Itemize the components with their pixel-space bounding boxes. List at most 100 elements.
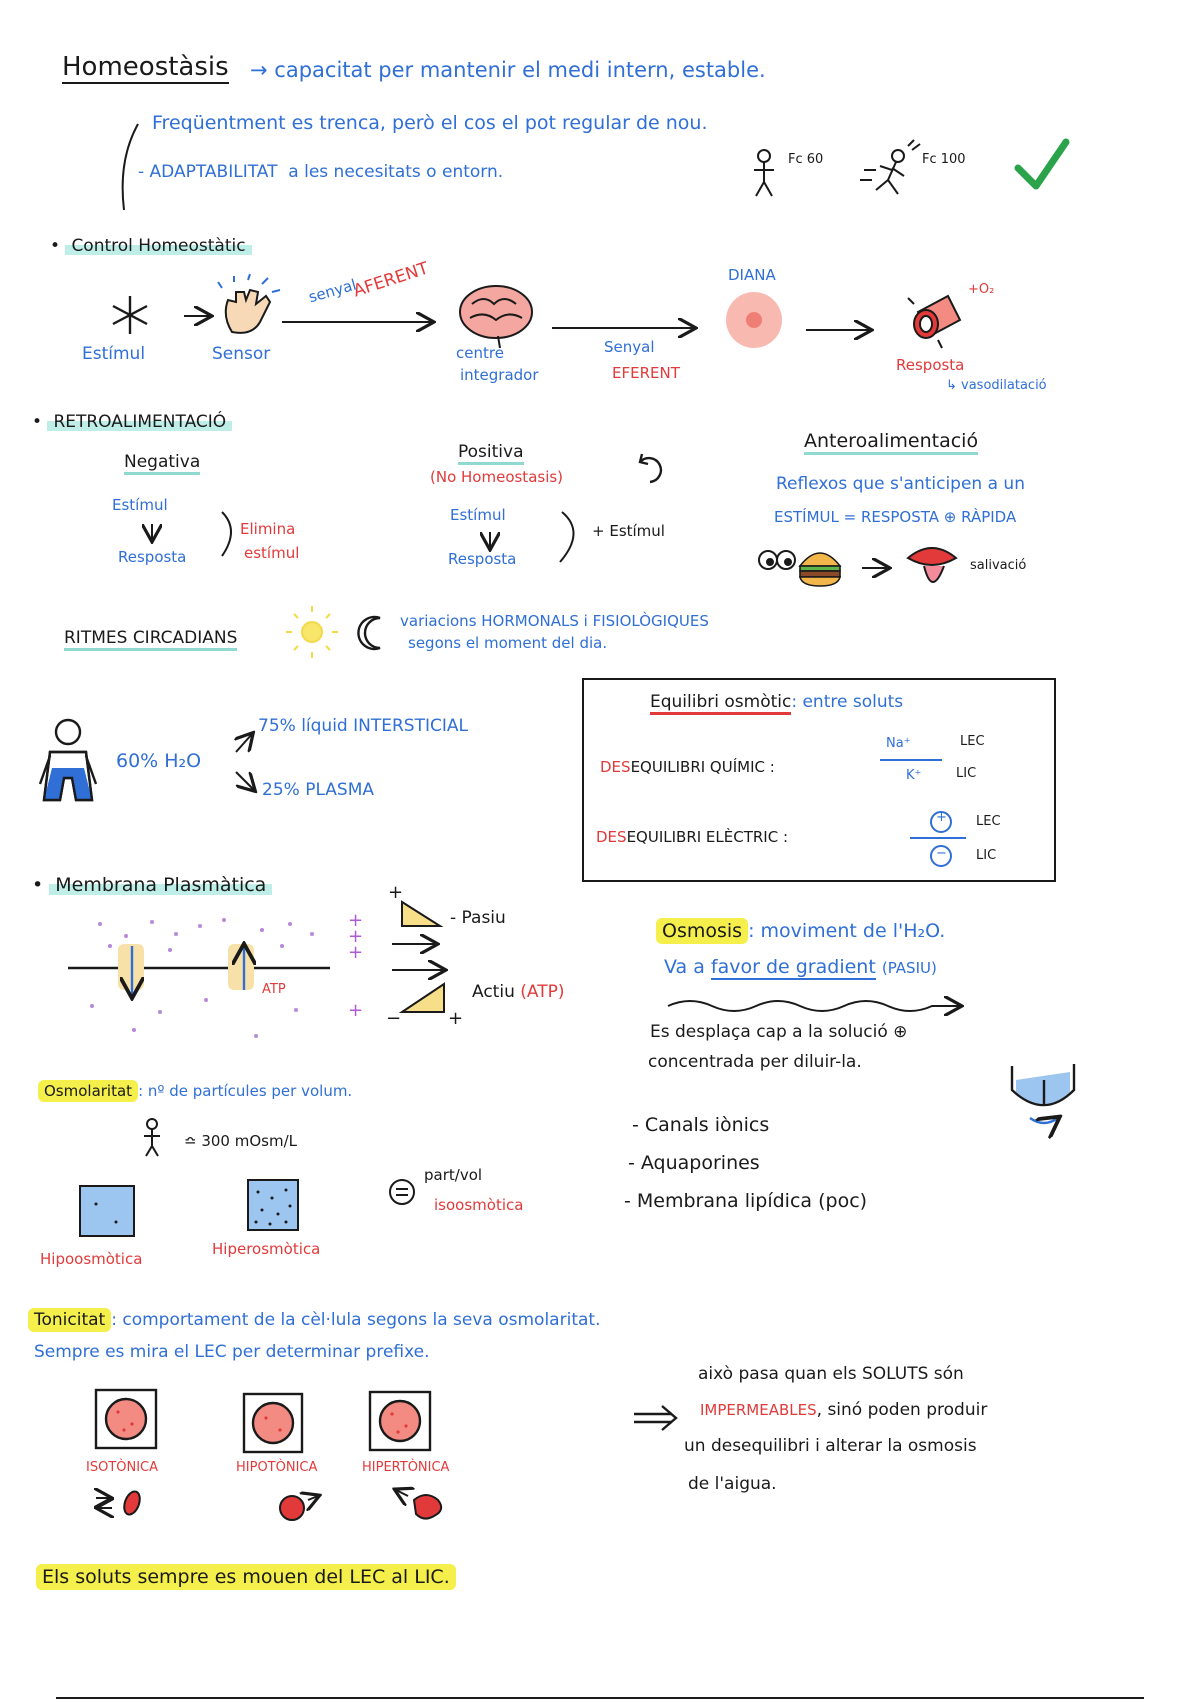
adaptabilitat-rest: a les necesitats o entorn. — [288, 162, 504, 182]
diana-center — [746, 312, 762, 328]
o2-label: +O₂ — [968, 282, 995, 297]
eyes-icon — [758, 550, 796, 570]
salivacio-label: salivació — [970, 558, 1027, 573]
pos-estimul: Estímul — [450, 506, 506, 524]
centre-label: centre — [456, 344, 504, 362]
ritmes-line2: segons el moment del dia. — [408, 634, 608, 652]
positiva-text: Positiva — [458, 442, 524, 465]
osmosis-line4: concentrada per diluir-la. — [648, 1052, 862, 1072]
integrador-label: integrador — [460, 366, 539, 384]
double-arrow-icon — [634, 1405, 678, 1431]
note-line2: IMPERMEABLES, sinó poden produir — [700, 1400, 987, 1420]
osmosis-definition: Osmosis: moviment de l'H₂O. — [656, 918, 945, 944]
page-title: Homeostàsis — [62, 52, 229, 84]
svg-text:+: + — [348, 942, 363, 963]
atp-label: ATP — [262, 982, 286, 997]
sun-icon — [286, 606, 338, 658]
sensor-label: Sensor — [212, 344, 271, 364]
bullet-bracket — [121, 123, 139, 211]
person-water-icon — [38, 718, 98, 802]
desequilibri-quimic: DESEQUILIBRI QUÍMIC : — [600, 758, 775, 776]
impermeables-word: IMPERMEABLES — [700, 1401, 817, 1419]
electric-text: EQUILIBRI ELÈCTRIC : — [626, 828, 789, 846]
osmolaritat-heading: Osmolaritat — [38, 1080, 139, 1102]
membrana-lipidica: - Membrana lipídica (poc) — [624, 1190, 868, 1212]
antero-text: Anteroalimentació — [804, 430, 979, 455]
final-statement: Els soluts sempre es mouen del LEC al LI… — [36, 1564, 456, 1590]
elimina-estimul-label: estímul — [244, 544, 300, 562]
isoosmotica-label: isoosmòtica — [434, 1196, 524, 1214]
adaptabilitat-word: ADAPTABILITAT — [149, 162, 278, 182]
hipoosmotica-label: Hipoosmòtica — [40, 1250, 143, 1268]
resposta-label: Resposta — [896, 356, 965, 374]
bullet-freq: Freqüentment es trenca, però el cos el p… — [152, 112, 708, 134]
neg-estimul: Estímul — [112, 496, 168, 514]
arrow-right-icon: → — [250, 58, 275, 82]
part-vol-label: part/vol — [424, 1166, 483, 1184]
retro-heading: • RETROALIMENTACIÓ — [32, 412, 233, 432]
lic-label-2: LIC — [976, 848, 997, 863]
osmosis-heading: Osmosis — [656, 918, 749, 944]
final-statement-text: Els soluts sempre es mouen del LEC al LI… — [36, 1564, 456, 1590]
homeostasis-definition: → capacitat per mantenir el medi intern,… — [250, 58, 766, 82]
gradient-plus-top: + — [388, 882, 403, 903]
brain-icon — [459, 285, 533, 349]
moon-icon — [357, 615, 381, 651]
svg-text:+: + — [348, 910, 363, 931]
gradient-c: (PASIU) — [881, 959, 937, 977]
neg-resposta: Resposta — [118, 548, 187, 566]
fc-rest-label: Fc 60 — [788, 152, 824, 167]
negativa-text: Negativa — [124, 452, 201, 475]
arrow-intersticial — [236, 734, 252, 753]
title-text: Homeostàsis — [62, 52, 229, 84]
lec-label-1: LEC — [960, 734, 985, 749]
osmolaritat-definition: Osmolaritat: nº de partícules per volum. — [38, 1080, 353, 1102]
vasodilatacio-label: ↳ vasodilatació — [946, 378, 1047, 393]
hypertonic-cell-icon — [368, 1390, 432, 1452]
actiu-atp-text: (ATP) — [520, 982, 565, 1002]
positiva-label: Positiva — [458, 442, 524, 465]
pos-feedback-bracket — [559, 511, 575, 563]
small-person-icon — [144, 1118, 160, 1157]
isotonic-exchange-icon — [96, 1489, 141, 1516]
estimul-label: Estímul — [82, 344, 146, 364]
antero-line2: ESTÍMUL = RESPOSTA ⊕ RÀPIDA — [774, 508, 1017, 526]
mes-estimul-label: + Estímul — [592, 522, 665, 540]
cell-dots — [116, 1410, 408, 1434]
gradient-minus: − — [386, 1008, 401, 1029]
equilibri-box — [582, 678, 1056, 882]
isotonica-label: ISOTÒNICA — [86, 1460, 159, 1475]
gradient-plus-bottom: + — [448, 1008, 463, 1029]
note-line1: això pasa quan els SOLUTS són — [698, 1364, 964, 1384]
active-triangle — [398, 982, 445, 1013]
water-percent: 60% H₂O — [116, 750, 202, 772]
control-heading-text: Control Homeostàtic — [65, 236, 252, 256]
equilibri-title-b: : entre soluts — [791, 692, 904, 712]
actiu-text: Actiu — [472, 982, 515, 1002]
eferent-label: EFERENT — [612, 364, 680, 382]
hand-sensor-icon — [224, 288, 272, 334]
ritmes-heading: RITMES CIRCADIANS — [64, 628, 238, 651]
plus-circle-icon — [930, 811, 952, 833]
na-label: Na⁺ — [886, 736, 911, 751]
osmosis-line3: Es desplaça cap a la solució ⊕ — [650, 1022, 908, 1042]
control-heading: • Control Homeostàtic — [50, 236, 252, 256]
membrane-plus-signs: ++++ — [348, 910, 363, 1021]
gradient-b: favor de gradient — [710, 956, 876, 980]
u-tube-icon — [1010, 1064, 1076, 1123]
minus-circle-icon — [930, 845, 952, 867]
no-homeostasis-label: (No Homeostasis) — [430, 468, 564, 486]
osmolaritat-def-text: : nº de partícules per volum. — [138, 1082, 353, 1100]
gradient-diagram: + − + — [386, 882, 463, 1029]
running-person-icon — [860, 139, 921, 195]
des-electric: DES — [596, 828, 627, 846]
gradient-a: Va a — [664, 956, 705, 978]
svg-text:+: + — [348, 1000, 363, 1021]
neg-feedback-bracket — [221, 511, 232, 557]
note-line4: de l'aigua. — [688, 1474, 777, 1494]
osmosis-gradient: Va a favor de gradient (PASIU) — [664, 956, 937, 980]
equilibri-title-a: Equilibri osmòtic — [650, 692, 792, 715]
mouth-tongue-icon — [906, 547, 958, 583]
pos-resposta: Resposta — [448, 550, 517, 568]
